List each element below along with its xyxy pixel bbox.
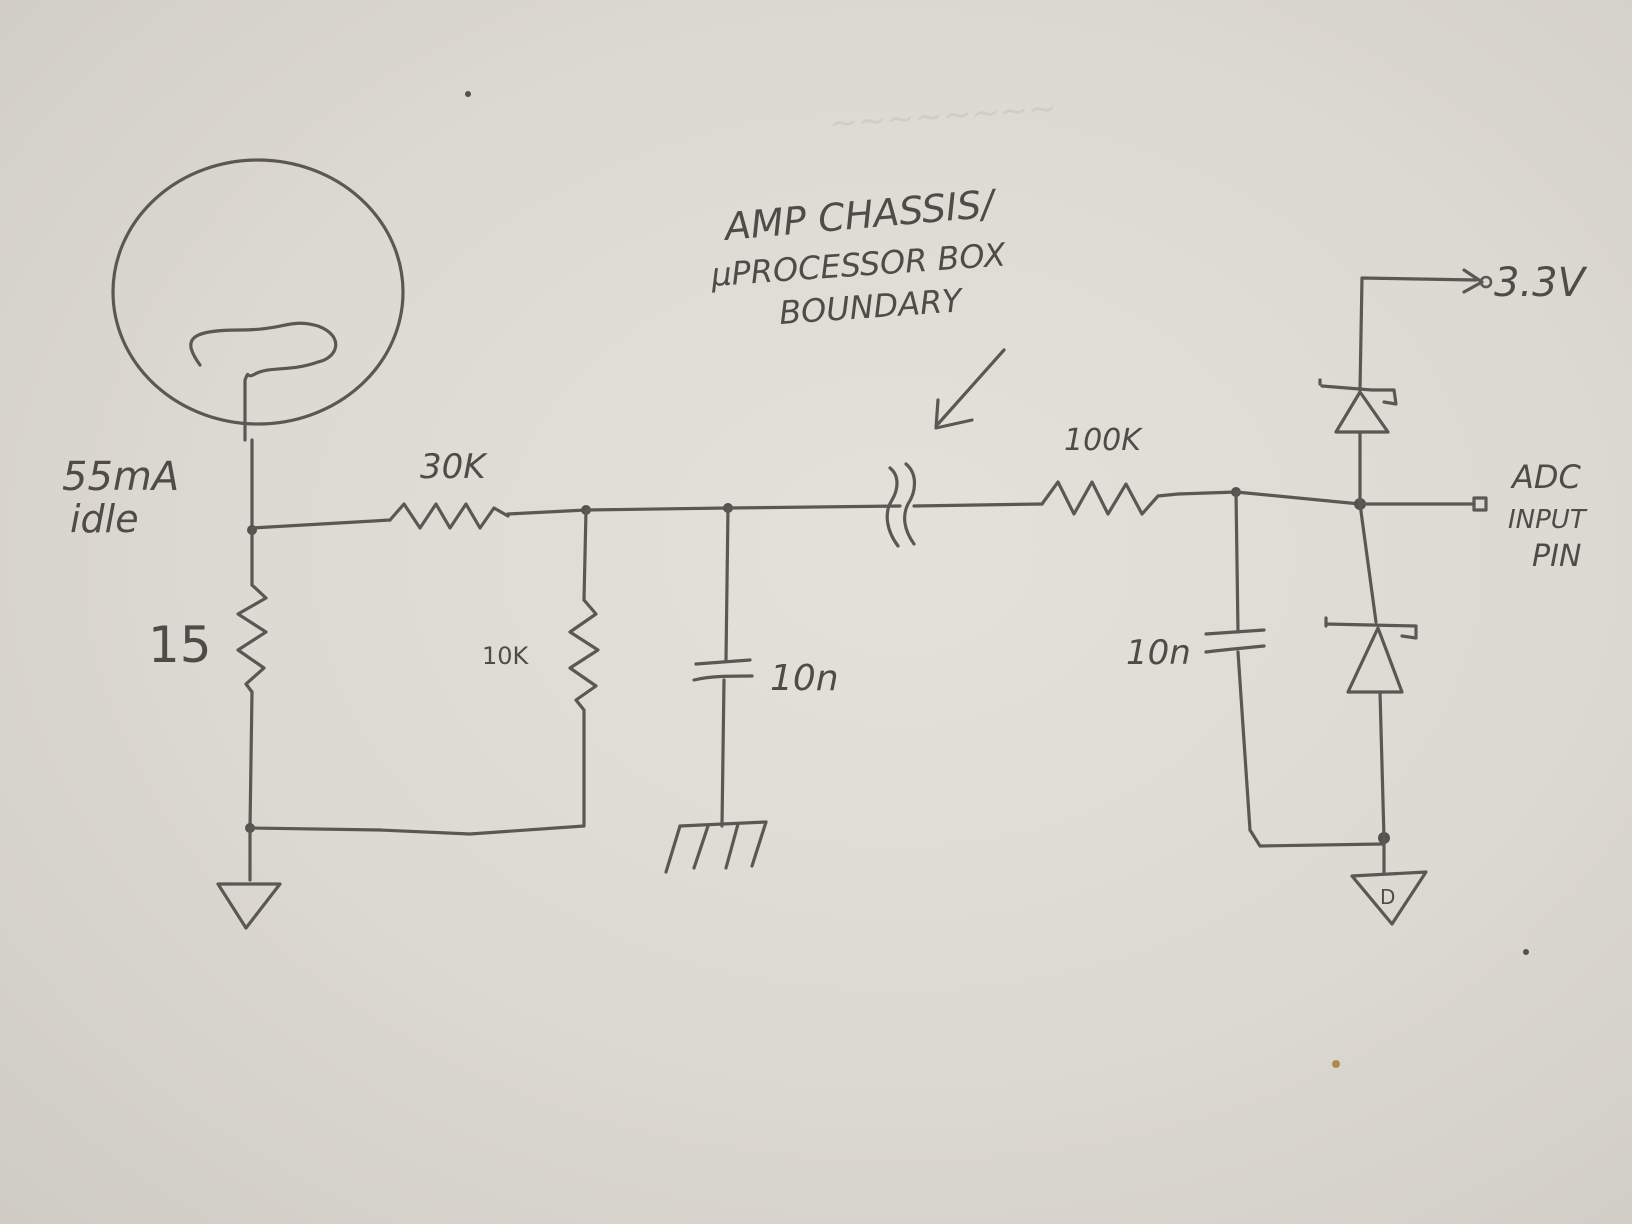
wire-bottom-right (1248, 828, 1384, 848)
wire (582, 508, 588, 602)
wire (1236, 650, 1252, 832)
wire (1234, 490, 1362, 506)
label-r-top: 30K (420, 447, 488, 487)
ground-symbol (216, 882, 282, 930)
diode-upper (1334, 390, 1390, 434)
label-c-left: 10n (770, 658, 839, 699)
wire (724, 506, 730, 662)
wire (248, 690, 254, 830)
chassis-ground-bar (678, 820, 768, 828)
label-supply: 3.3V (1494, 260, 1588, 306)
boundary-connector-left (885, 466, 900, 548)
vacuum-tube (111, 158, 405, 442)
resistor-100k (1040, 480, 1180, 516)
wire (720, 678, 726, 828)
paper-speck (465, 91, 471, 97)
wire (1378, 690, 1386, 874)
wire (912, 502, 1044, 508)
diode-upper-cathode (1320, 384, 1398, 406)
resistor-10k (568, 598, 600, 772)
resistor-15 (236, 583, 268, 694)
capacitor-plate (1204, 644, 1266, 654)
boundary-connector-right (903, 462, 917, 546)
wire (506, 508, 588, 516)
capacitor-plate (692, 674, 754, 682)
adc-terminal (1472, 496, 1488, 512)
wire-bottom-loop (248, 768, 586, 836)
tube-envelope (111, 158, 405, 426)
diode-lower (1346, 626, 1404, 694)
label-r-series: 100K (1064, 423, 1143, 458)
wire-to-supply (1358, 276, 1478, 392)
label-adc-3: PIN (1532, 539, 1581, 574)
label-adc-2: INPUT (1508, 505, 1588, 535)
label-idle: idle (70, 497, 139, 541)
label-r-sense: 15 (148, 616, 212, 674)
wire (1176, 490, 1238, 496)
tube-filament (189, 321, 338, 442)
label-c-right: 10n (1126, 633, 1191, 673)
label-boundary-3: BOUNDARY (778, 281, 965, 332)
capacitor-plate (1204, 628, 1266, 636)
ghost-text-from-back: ~~~~~~~~ (828, 88, 1058, 144)
svg-text:~~~~~~~~: ~~~~~~~~ (828, 88, 1058, 144)
capacitor-plate (694, 658, 752, 666)
paper-speck (1332, 1060, 1340, 1068)
boundary-arrow (936, 348, 1006, 426)
wire (584, 506, 730, 512)
wire (1358, 502, 1378, 624)
label-r-bottom: 10K (482, 642, 530, 670)
diode-lower-cathode (1324, 622, 1418, 640)
label-adc-1: ADC (1510, 458, 1582, 496)
wire (726, 504, 902, 510)
paper-speck (1523, 949, 1529, 955)
wire (1234, 490, 1240, 634)
digital-ground-symbol (1350, 870, 1428, 926)
resistor-30k (388, 502, 510, 530)
label-current: 55mA (62, 454, 179, 500)
label-digital-ground: D (1380, 885, 1395, 909)
wire (250, 518, 392, 530)
boundary-arrowhead (934, 398, 974, 430)
supply-terminal (1479, 275, 1493, 289)
chassis-ground-symbol (664, 820, 768, 874)
